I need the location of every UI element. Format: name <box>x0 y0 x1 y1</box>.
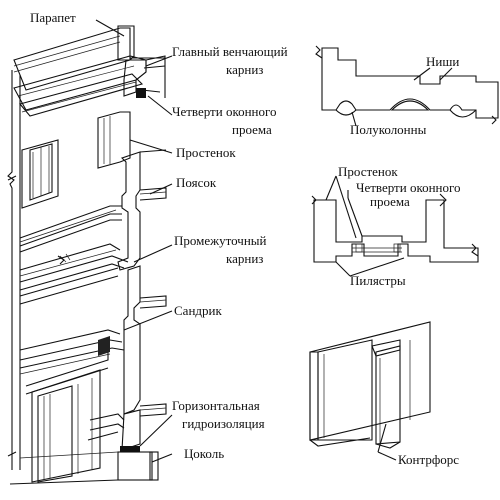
sandrik-hood <box>19 329 125 395</box>
label-half-columns: Полуколонны <box>350 122 427 137</box>
ledges <box>139 149 167 417</box>
label-intermediate-cornice-line2: карниз <box>226 251 263 266</box>
label-niches: Ниши <box>426 54 459 69</box>
label-pilasters: Пилястры <box>350 273 406 288</box>
label-window-quarters-line1: Четверти оконного <box>172 104 277 119</box>
buttress-drawing <box>309 321 431 461</box>
label-waterproofing-line2: гидроизоляция <box>182 416 265 431</box>
labels: Парапет Главный венчающий карниз Четверт… <box>30 10 461 467</box>
label-sandrik: Сандрик <box>174 303 222 318</box>
label-plan-pier: Простенок <box>338 164 398 179</box>
label-waterproofing-line1: Горизонтальная <box>172 398 260 413</box>
main-cornice <box>13 55 166 117</box>
wall-section <box>117 151 159 481</box>
facade-elevation <box>7 25 167 485</box>
parapet-shape <box>13 27 131 91</box>
plan-pilasters <box>311 175 479 277</box>
lower-window <box>31 369 101 483</box>
label-plinth: Цоколь <box>184 446 224 461</box>
label-plan-window-quarters-line1: Четверти оконного <box>356 180 461 195</box>
parapet-section <box>117 25 135 61</box>
label-main-cornice-line1: Главный венчающий <box>172 44 288 59</box>
label-belt: Поясок <box>176 175 217 190</box>
upper-window <box>21 139 59 209</box>
leader-lines <box>95 19 173 463</box>
plinth-block <box>117 451 153 481</box>
label-intermediate-cornice-line1: Промежуточный <box>174 233 267 248</box>
label-plan-window-quarters-line2: проема <box>370 194 410 209</box>
label-window-quarters-line2: проема <box>232 122 272 137</box>
label-buttress: Контрфорс <box>398 452 459 467</box>
belt-courses <box>19 205 129 305</box>
label-main-cornice-line2: карниз <box>226 62 263 77</box>
label-pier: Простенок <box>176 145 236 160</box>
plan-half-columns <box>315 45 499 127</box>
label-parapet: Парапет <box>30 10 76 25</box>
